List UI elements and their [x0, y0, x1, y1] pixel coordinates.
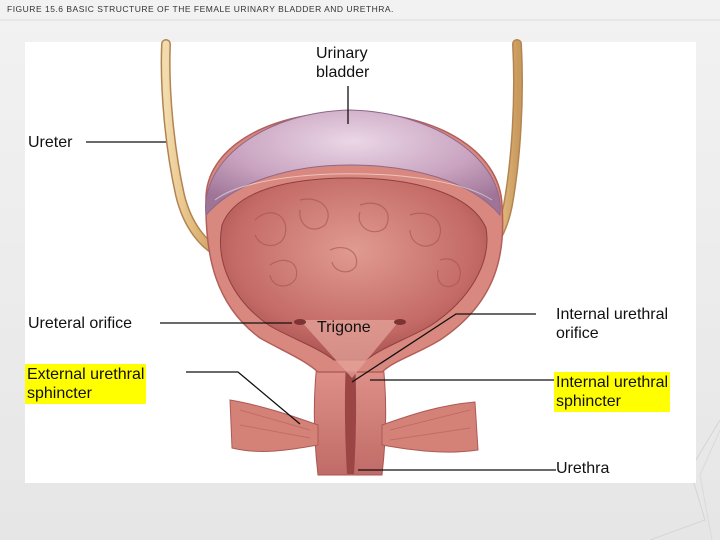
label-trigone: Trigone: [317, 318, 371, 337]
label-ureter: Ureter: [28, 133, 72, 152]
label-urinary-bladder: Urinary bladder: [316, 44, 369, 82]
label-urethra: Urethra: [556, 459, 609, 478]
label-internal-urethral-orifice: Internal urethral orifice: [556, 305, 668, 343]
label-internal-urethral-sphincter: Internal urethral sphincter: [554, 372, 670, 412]
label-external-urethral-sphincter: External urethral sphincter: [25, 364, 146, 404]
label-ureteral-orifice: Ureteral orifice: [28, 314, 132, 333]
